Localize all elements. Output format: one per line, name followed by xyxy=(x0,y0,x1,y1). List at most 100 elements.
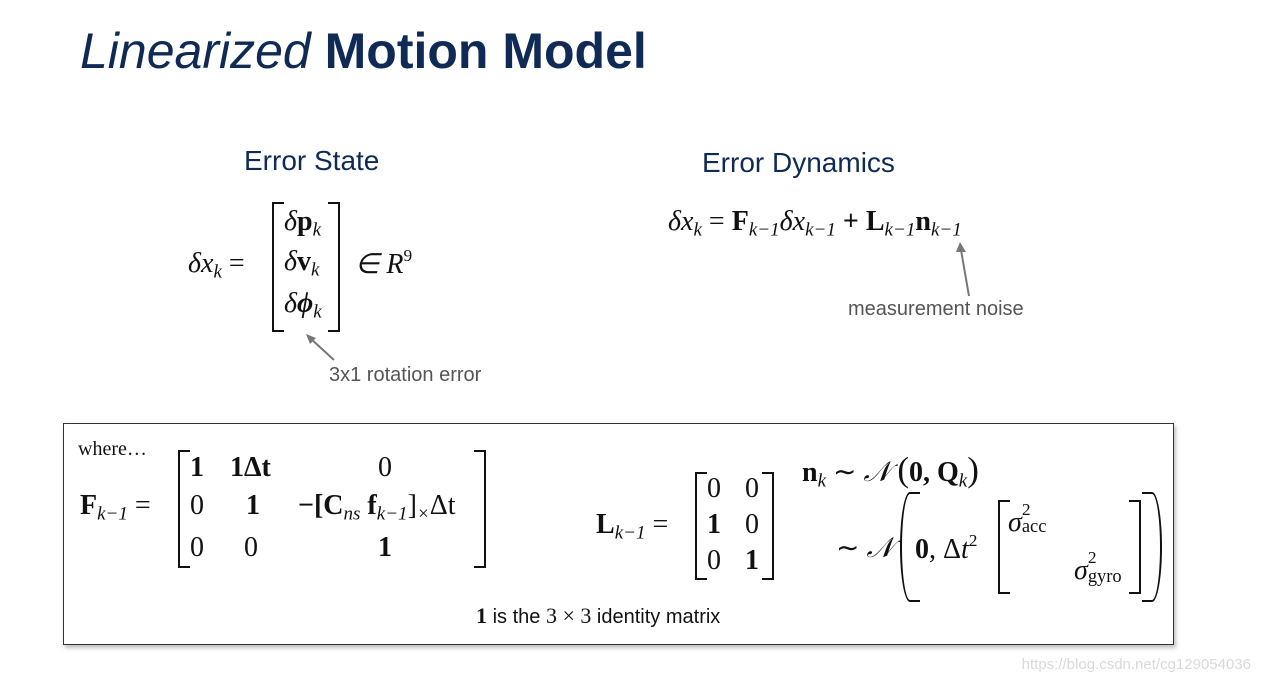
F-r3c3: 1 xyxy=(378,532,392,564)
F-entry: 1Δt xyxy=(230,452,271,483)
F-r1c3: 0 xyxy=(378,452,392,484)
F-f: f xyxy=(367,490,377,521)
F-r2c1: 0 xyxy=(190,490,204,522)
gyro-sub: gyro xyxy=(1087,566,1122,586)
L-r2c2: 0 xyxy=(745,509,759,541)
normal-symbol-2: 𝒩 xyxy=(866,533,894,564)
acc-sup: 2 xyxy=(1021,500,1031,519)
F-bracket-left xyxy=(178,450,190,568)
sigma-symbol: σ xyxy=(1074,555,1088,586)
F-C: −[C xyxy=(298,490,344,521)
F-r1c2: 1Δt xyxy=(230,452,271,484)
big-paren-left xyxy=(900,492,920,602)
L-r2c1: 1 xyxy=(707,509,721,541)
noise2-sim: ∼ xyxy=(836,533,860,564)
F-r1c1: 1 xyxy=(190,452,204,484)
lhs-delta-x: δx xyxy=(188,248,214,279)
F-r3c2: 0 xyxy=(244,532,258,564)
sub-k: k xyxy=(311,259,320,281)
dyn-dx-sub: k−1 xyxy=(805,219,836,241)
noise-line-2-prefix: ∼ 𝒩 xyxy=(836,531,893,565)
L-lhs: Lk−1 = xyxy=(596,509,668,545)
identity-one: 1 xyxy=(476,603,487,628)
L-r1c2: 0 xyxy=(745,473,759,505)
error-dynamics-equation: δxk = Fk−1δxk−1 + Lk−1nk−1 xyxy=(668,206,962,242)
F-sym: F xyxy=(80,490,98,521)
error-state-lhs: δxk = xyxy=(188,248,245,284)
L-entry: 1 xyxy=(707,509,721,540)
F-cross: × xyxy=(416,503,430,525)
dyn-n: n xyxy=(915,206,931,237)
dyn-L: L xyxy=(865,206,885,237)
error-state-heading: Error State xyxy=(244,145,380,176)
title-italic: Linearized xyxy=(80,23,311,79)
where-label: where… xyxy=(78,438,147,460)
rotation-error-note: 3x1 rotation error xyxy=(329,364,482,386)
dyn-n-sub: k−1 xyxy=(930,219,962,241)
dyn-L-sub: k−1 xyxy=(884,219,916,241)
acc-sub: acc xyxy=(1021,516,1047,536)
noise-args-sub: k xyxy=(958,470,968,492)
membership-r: ∈ R xyxy=(355,249,404,281)
rotation-error-arrow xyxy=(306,334,335,361)
F-entry: 0 xyxy=(244,532,258,563)
F-entry: 0 xyxy=(190,532,204,563)
gyro-sup: 2 xyxy=(1087,548,1097,567)
L-eq: = xyxy=(652,509,669,540)
title-bold: Motion Model xyxy=(324,23,647,79)
cov-bracket-right xyxy=(1129,500,1141,594)
state-membership: ∈ R9 xyxy=(355,246,412,281)
L-entry: 1 xyxy=(745,545,759,576)
where-box xyxy=(63,423,1174,645)
noise-n: n xyxy=(802,457,818,488)
noise-args: 0, Q xyxy=(908,457,959,488)
state-bracket-left xyxy=(272,202,284,332)
F-eq: = xyxy=(134,490,151,521)
normal-symbol: 𝒩 xyxy=(863,457,891,488)
big-paren-right xyxy=(1142,492,1162,602)
identity-dims: 3 × 3 xyxy=(545,603,592,628)
L-entry: 0 xyxy=(745,509,759,540)
paren-open: ( xyxy=(897,450,909,489)
state-row-p: δpk xyxy=(284,206,321,242)
F-f-sub: k−1 xyxy=(376,503,408,525)
slide-title: Linearized Motion Model xyxy=(80,22,647,80)
paren-close: ) xyxy=(967,450,979,489)
sub-k: k xyxy=(312,219,322,241)
F-entry: 1 xyxy=(246,490,260,521)
delta: δ xyxy=(284,288,298,319)
dyn-eq: = xyxy=(708,206,725,237)
measurement-noise-note: measurement noise xyxy=(848,298,1024,320)
lhs-sub: k xyxy=(213,261,222,283)
noise-line-1: nk ∼ 𝒩 (0, Qk) xyxy=(802,450,979,493)
F-bracket-right xyxy=(474,450,486,568)
F-sub: k−1 xyxy=(97,503,128,525)
dt-sup: 2 xyxy=(968,531,978,550)
watermark: https://blog.csdn.net/cg129054036 xyxy=(1021,656,1251,673)
F-close: ] xyxy=(407,490,417,521)
F-r2c3: −[Cns fk−1]×Δt xyxy=(298,490,456,526)
L-r3c2: 1 xyxy=(745,545,759,577)
sym-v: v xyxy=(297,246,312,277)
sym-phi: ϕ xyxy=(297,288,314,319)
membership-sup: 9 xyxy=(403,246,413,265)
L-r1c1: 0 xyxy=(707,473,721,505)
F-dt: Δt xyxy=(429,490,456,521)
L-bracket-left xyxy=(695,472,707,580)
dyn-dx: δx xyxy=(779,206,806,237)
sigma-symbol: σ xyxy=(1008,507,1022,538)
F-ns: ns xyxy=(343,503,361,525)
F-r3c1: 0 xyxy=(190,532,204,564)
dyn-plus: + xyxy=(842,206,859,237)
F-entry: 1 xyxy=(378,532,392,563)
state-row-phi: δϕk xyxy=(284,288,322,324)
F-r2c2: 1 xyxy=(246,490,260,522)
L-sub: k−1 xyxy=(614,522,646,544)
identity-note: 1 is the 3 × 3 identity matrix xyxy=(476,603,720,629)
L-entry: 0 xyxy=(707,545,721,576)
dyn-lhs: δx xyxy=(668,206,694,237)
state-row-v: δvk xyxy=(284,246,319,282)
L-r3c1: 0 xyxy=(707,545,721,577)
